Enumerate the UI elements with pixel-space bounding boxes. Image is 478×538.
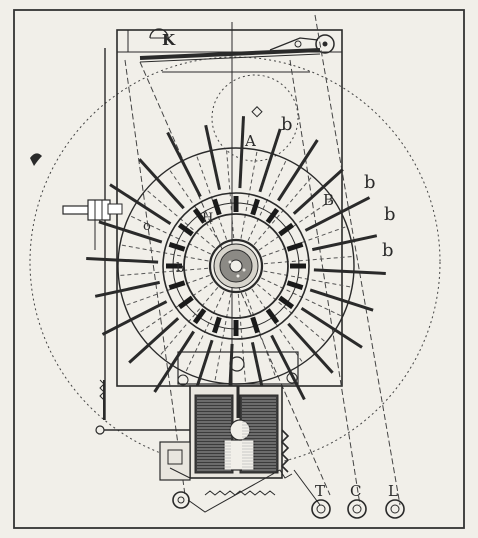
commutator-segment <box>278 295 295 310</box>
dashed-spoke <box>196 156 228 240</box>
label-l: L <box>388 482 398 500</box>
label-h: H <box>202 211 213 226</box>
dashed-spoke <box>160 286 219 355</box>
label-b-2: b <box>364 172 376 193</box>
commutator-segments <box>166 196 306 336</box>
dashed-spoke <box>120 267 209 276</box>
commutator-segment <box>265 308 280 325</box>
label-b-5: b <box>176 261 184 276</box>
commutator-segment <box>212 198 222 216</box>
spoke-rod <box>101 300 168 336</box>
terminal-left <box>172 491 190 509</box>
spoke-rod <box>304 196 371 232</box>
label-c: C <box>350 482 361 500</box>
dashed-spoke <box>244 292 276 376</box>
label-b-3: b <box>384 204 396 225</box>
dashed-spoke <box>237 293 246 382</box>
commutator-segment <box>168 280 186 290</box>
figure-border <box>13 9 465 529</box>
dashed-spoke <box>140 281 214 333</box>
dashed-spoke <box>251 288 303 362</box>
spoke-rod <box>292 168 344 215</box>
dashed-radial-spokes <box>120 150 352 382</box>
label-k: K <box>162 31 176 49</box>
spoke-rod <box>128 317 180 364</box>
dashed-spoke <box>262 226 346 258</box>
spoke-rod <box>94 280 161 298</box>
radial-spokes <box>86 116 386 416</box>
commutator-segment <box>192 207 207 224</box>
small-spring <box>99 379 105 401</box>
commutator-segment <box>286 242 304 252</box>
dashed-spoke <box>253 177 312 246</box>
commutator-segment <box>192 308 207 325</box>
spoke-rod <box>313 268 386 275</box>
zigzag-wires <box>187 429 321 513</box>
spoke-rod <box>300 307 363 349</box>
spoke-rod <box>311 234 378 252</box>
commutator-segment <box>177 222 194 237</box>
terminal-t <box>311 499 331 519</box>
commutator-segment <box>278 222 295 237</box>
dashed-spoke <box>214 293 232 381</box>
commutator-segment <box>168 242 186 252</box>
spoke-rod <box>270 334 306 401</box>
spoke-rod <box>277 139 319 202</box>
label-b-4: b <box>382 240 394 261</box>
spoke-rod <box>287 322 334 374</box>
commutator-segment <box>212 316 222 334</box>
spoke-rod <box>204 124 222 191</box>
dashed-spoke <box>147 190 216 249</box>
commutator-segment <box>265 207 280 224</box>
spoke-rod <box>153 330 195 393</box>
lower-frame <box>177 351 299 386</box>
small-square-mark <box>251 106 263 118</box>
spoke-rod <box>166 131 202 198</box>
dashed-spoke <box>263 256 352 265</box>
top-lever-assembly <box>139 28 335 63</box>
spoke-rod <box>109 183 172 225</box>
dashed-spoke <box>256 283 325 342</box>
dashed-spoke <box>130 215 211 255</box>
spoke-rod <box>309 288 374 312</box>
decorative-mark-c <box>30 153 42 166</box>
terminal-l <box>385 499 405 519</box>
spoke-rod <box>258 128 282 193</box>
label-t: T <box>315 482 325 500</box>
spoke-rod <box>86 257 159 264</box>
dashed-spoke <box>185 291 225 372</box>
spoke-rod <box>238 116 245 189</box>
dashed-spoke <box>126 274 210 306</box>
label-b-capital: B <box>323 191 334 209</box>
dashed-spoke <box>263 270 351 288</box>
commutator-segment <box>250 316 260 334</box>
wheel-hub <box>213 243 259 289</box>
left-clamp <box>62 199 123 250</box>
spoke-rod <box>98 220 163 244</box>
cam-circle-a <box>211 74 299 162</box>
commutator-segment <box>177 295 194 310</box>
lower-left-bracket <box>95 380 191 481</box>
dashed-spoke <box>258 199 332 251</box>
label-b-1: b <box>281 114 293 135</box>
dashed-spoke <box>240 151 258 239</box>
dashed-spoke <box>226 150 235 239</box>
commutator-segment <box>286 280 304 290</box>
label-o: o <box>143 219 151 234</box>
label-a: A <box>244 132 256 150</box>
dashed-spoke <box>261 277 342 317</box>
terminal-c <box>347 499 367 519</box>
coil-windings <box>197 397 276 471</box>
dashed-spoke <box>121 244 209 262</box>
dashed-spoke <box>247 160 287 241</box>
dashed-spoke <box>169 170 221 244</box>
spoke-rod <box>138 158 185 210</box>
commutator-segment <box>250 198 260 216</box>
